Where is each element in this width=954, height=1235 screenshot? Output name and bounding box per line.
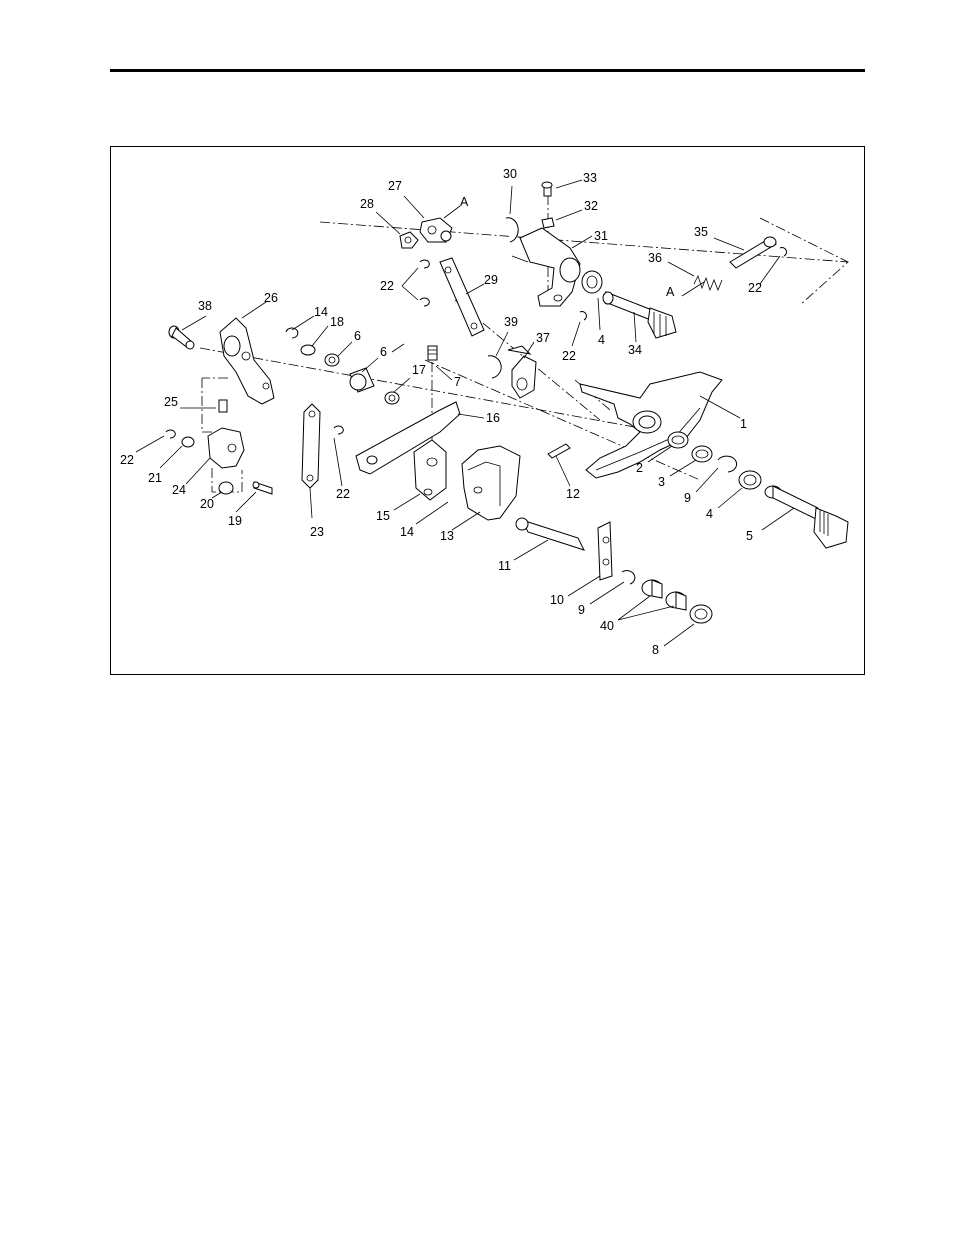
part-10-plate [598, 522, 612, 580]
left-sub-assembly [166, 400, 272, 494]
part-4-washer [739, 471, 761, 489]
callout-6-lower: 17 [412, 363, 426, 377]
callout-14-upper: 14 [314, 305, 328, 319]
callout-22-mid: 22 [380, 279, 394, 293]
callout-36: 36 [648, 251, 662, 265]
callout-15: 15 [376, 509, 390, 523]
callout-40: 40 [600, 619, 614, 633]
part-35-36 [694, 237, 786, 290]
part-15-lever [414, 440, 446, 500]
part-11-shaft [516, 518, 584, 550]
part-23-link [302, 404, 343, 488]
callout-22-left: 22 [120, 453, 134, 467]
callout-12: 12 [566, 487, 580, 501]
callout-4: 4 [706, 507, 713, 521]
callout-23: 23 [310, 525, 324, 539]
callout-22-center: 22 [562, 349, 576, 363]
callout-A-lower: A [666, 285, 675, 299]
callout-37: 37 [536, 331, 550, 345]
callout-14: 14 [400, 525, 414, 539]
callout-13: 13 [440, 529, 454, 543]
small-parts-row [286, 328, 399, 404]
callout-25: 25 [164, 395, 178, 409]
part-9-snap-ring [718, 456, 737, 472]
part-27-28 [400, 218, 452, 248]
callout-22-right: 22 [748, 281, 762, 295]
lower-washers [622, 571, 712, 623]
part-3-washer [692, 446, 712, 462]
part-38-pin [169, 326, 194, 349]
callout-20: 20 [200, 497, 214, 511]
callout-24: 24 [172, 483, 186, 497]
part-26-bracket [220, 318, 274, 404]
callout-A-upper: A [460, 195, 469, 209]
part-7-set-screw [428, 346, 437, 360]
part-2-washer [668, 432, 688, 448]
callout-30: 30 [503, 167, 517, 181]
callout-7: 7 [454, 375, 461, 389]
part-5-bolt [765, 486, 848, 548]
callout-6: 6 [354, 329, 361, 343]
callout-8: 8 [652, 643, 659, 657]
callout-26: 26 [264, 291, 278, 305]
part-12-pin [548, 444, 570, 458]
callout-16: 16 [486, 411, 500, 425]
callout-22: 22 [336, 487, 350, 501]
callout-35: 35 [694, 225, 708, 239]
callout-3: 3 [658, 475, 665, 489]
callout-5: 5 [746, 529, 753, 543]
callout-28: 28 [360, 197, 374, 211]
callout-19: 19 [228, 514, 242, 528]
callout-34: 34 [628, 343, 642, 357]
part-29-plate [420, 258, 484, 336]
callout-2: 2 [636, 461, 643, 475]
callout-9-lower: 9 [578, 603, 585, 617]
washers-right [668, 432, 761, 489]
callout-32: 32 [584, 199, 598, 213]
callout-10: 10 [550, 593, 564, 607]
part-31-arm [512, 228, 580, 306]
callout-17: 6 [380, 345, 387, 359]
callout-11: 11 [498, 559, 511, 573]
callout-27: 27 [388, 179, 402, 193]
callout-31: 31 [594, 229, 608, 243]
callout-1: 1 [740, 417, 747, 431]
callout-38: 38 [198, 299, 212, 313]
part-30-snap-ring [506, 218, 518, 242]
callout-21: 21 [148, 471, 162, 485]
callout-39: 39 [504, 315, 518, 329]
callout-9: 9 [684, 491, 691, 505]
part-4-34-upper [580, 271, 676, 338]
callout-33: 33 [583, 171, 597, 185]
part-13-cam [462, 446, 520, 520]
callout-18: 18 [330, 315, 344, 329]
callout-4-upper: 4 [598, 333, 605, 347]
callout-29: 29 [484, 273, 498, 287]
